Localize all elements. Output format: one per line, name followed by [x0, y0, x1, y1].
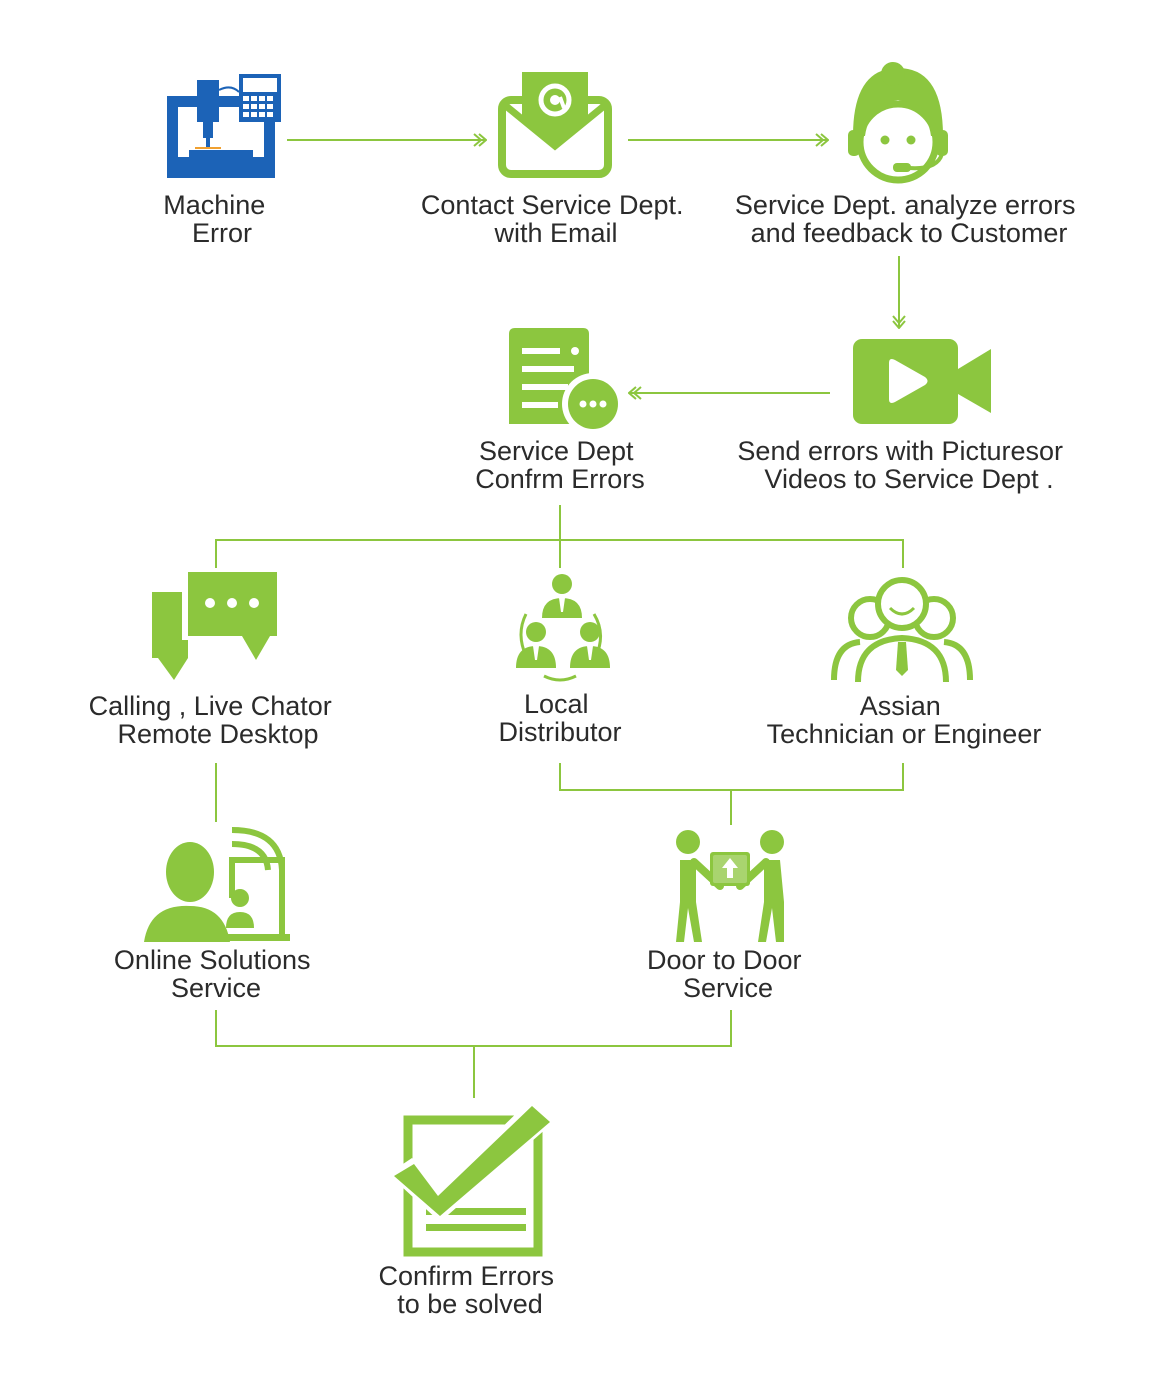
merge-services-to-solved — [215, 1010, 732, 1098]
chat-bubbles-icon — [152, 572, 277, 680]
technician-group-icon — [831, 577, 973, 683]
label-online-service: Online Solutions Service — [114, 945, 318, 1003]
document-chat-icon — [509, 328, 624, 435]
cnc-machine-icon — [167, 74, 281, 178]
label-contact-email: Contact Service Dept. with Email — [421, 190, 691, 248]
branch-confirm-to-options — [215, 505, 904, 568]
label-technician: Assian Technician or Engineer — [767, 691, 1042, 749]
merge-distributor-technician — [559, 763, 904, 825]
label-local-distributor: Local Distributor — [498, 689, 621, 747]
label-confirm-errors: Service Dept Confrm Errors — [475, 436, 645, 494]
label-door-service: Door to Door Service — [647, 945, 809, 1003]
team-network-icon — [516, 574, 610, 682]
video-camera-icon — [853, 339, 991, 424]
online-support-icon — [144, 827, 290, 942]
label-calling-chat: Calling , Live Chator Remote Desktop — [89, 691, 340, 749]
support-agent-icon — [848, 62, 948, 184]
email-envelope-icon — [498, 72, 612, 178]
label-send-media: Send errors with Picturesor Videos to Se… — [737, 436, 1070, 494]
label-machine-error: Machine Error — [163, 190, 273, 248]
checkmark-checkbox-icon — [388, 1098, 556, 1257]
label-solved: Confirm Errors to be solved — [378, 1261, 561, 1319]
package-delivery-icon — [676, 830, 784, 942]
connectors — [215, 140, 904, 1098]
label-analyze-feedback: Service Dept. analyze errors and feedbac… — [735, 190, 1083, 248]
